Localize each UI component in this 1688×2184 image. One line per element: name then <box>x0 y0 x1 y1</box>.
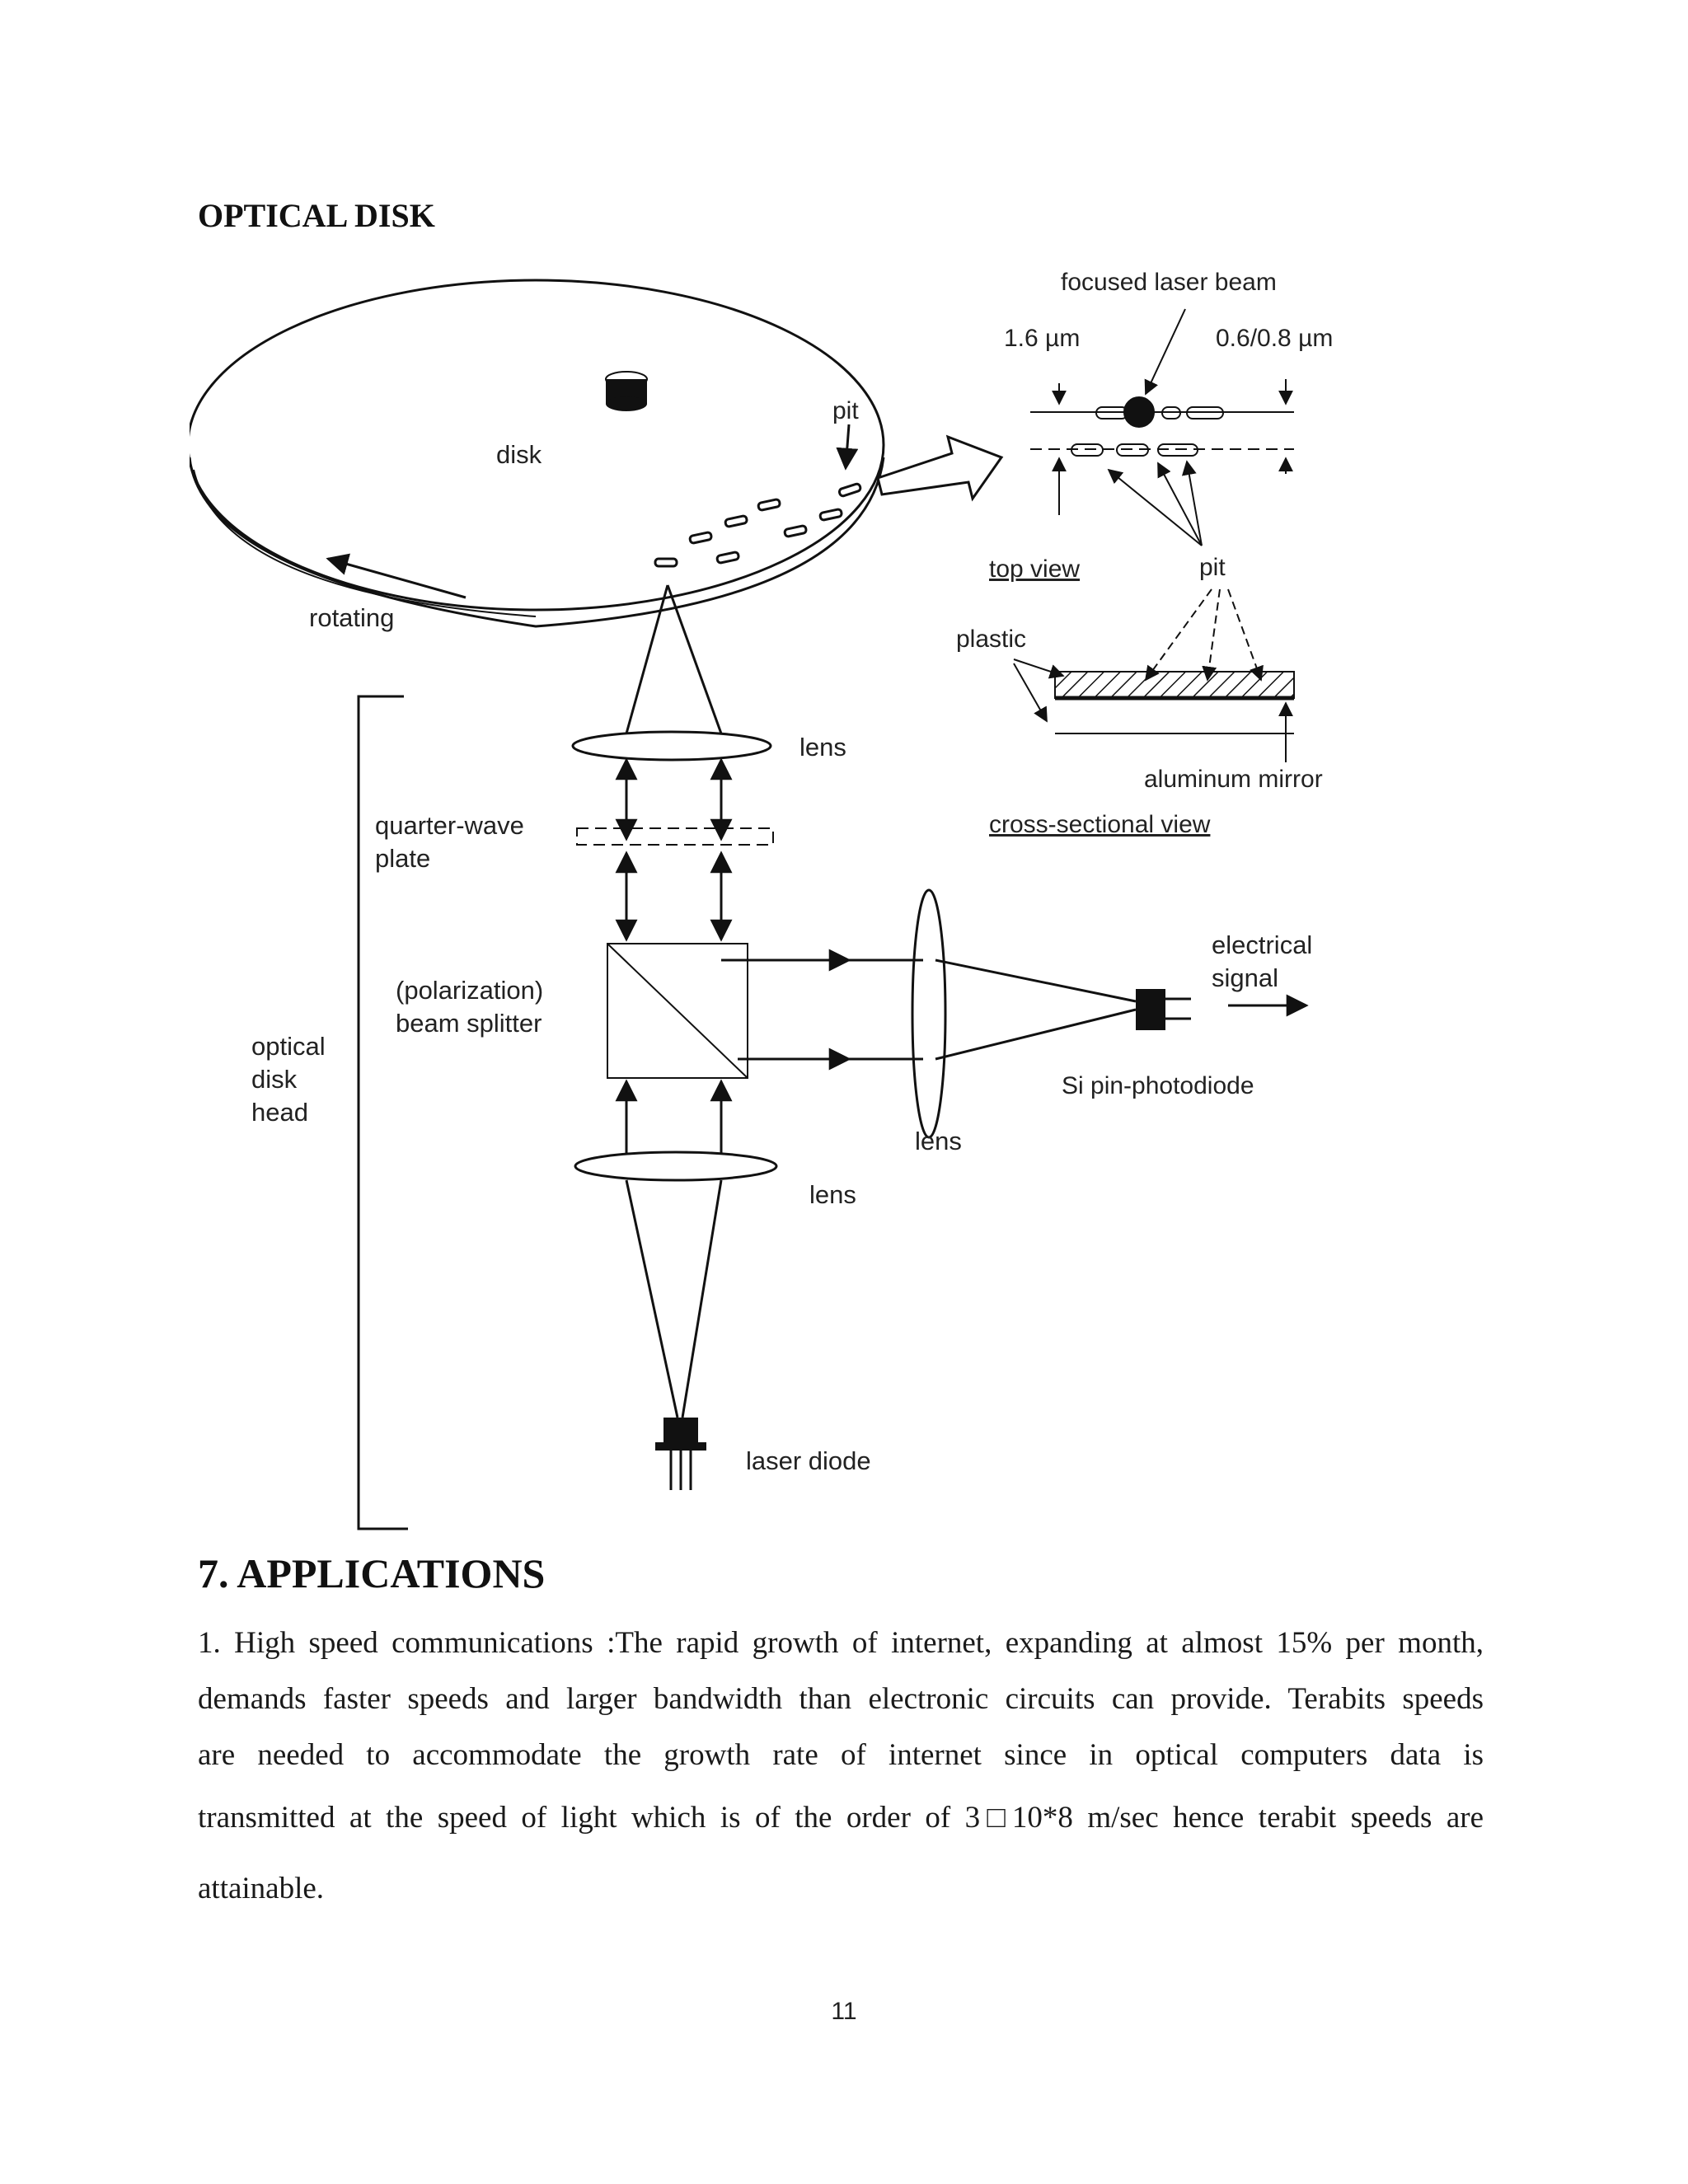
label-track-pitch: 1.6 µm <box>1004 325 1080 352</box>
label-aluminum-mirror: aluminum mirror <box>1144 766 1323 793</box>
label-lens-bottom: lens <box>809 1180 856 1209</box>
page-number: 11 <box>831 1998 857 2025</box>
label-quarter-wave-1: quarter-wave <box>375 811 524 840</box>
label-beam-splitter-1: (polarization) <box>396 976 543 1005</box>
label-laser-diode: laser diode <box>746 1446 871 1475</box>
diagram-labels: focused laser beam 1.6 µm 0.6/0.8 µm pit… <box>251 269 1333 1475</box>
top-view-drawing <box>1030 308 1294 546</box>
optical-disk-diagram: focused laser beam 1.6 µm 0.6/0.8 µm pit… <box>190 247 1475 1533</box>
label-electrical-1: electrical <box>1212 930 1312 959</box>
laser-diode-drawing <box>655 1418 706 1490</box>
label-optical-head-3: head <box>251 1098 308 1127</box>
photodiode-drawing <box>1136 989 1191 1030</box>
label-disk: disk <box>496 440 542 469</box>
diagram-svg: focused laser beam 1.6 µm 0.6/0.8 µm pit… <box>190 269 1333 1530</box>
applications-paragraph: 1. High speed communications :The rapid … <box>198 1615 1484 1925</box>
paragraph-line: 1. High speed communications :The rapid … <box>198 1626 1484 1660</box>
label-lens-right: lens <box>915 1127 962 1155</box>
label-plastic: plastic <box>956 626 1026 653</box>
cross-section-drawing <box>1013 588 1295 762</box>
optical-head-bracket <box>357 695 408 1530</box>
label-pit-width: 0.6/0.8 µm <box>1216 325 1333 352</box>
label-pit-upper: pit <box>832 397 859 424</box>
paragraph-line: are needed to accommodate the growth rat… <box>198 1738 1484 1772</box>
label-top-view: top view <box>989 555 1080 583</box>
label-focused-laser-beam: focused laser beam <box>1061 269 1277 296</box>
label-quarter-wave-2: plate <box>375 844 430 873</box>
section-title: OPTICAL DISK <box>198 197 435 234</box>
label-rotating: rotating <box>309 603 394 632</box>
label-beam-splitter-2: beam splitter <box>396 1009 542 1038</box>
paragraph-line: attainable. <box>198 1872 325 1905</box>
optical-path <box>571 584 1309 1418</box>
paragraph-line: demands faster speeds and larger bandwid… <box>198 1682 1484 1716</box>
label-pit-lower: pit <box>1199 554 1226 581</box>
label-photodiode: Si pin-photodiode <box>1062 1072 1254 1099</box>
label-cross-sectional-view: cross-sectional view <box>989 811 1211 838</box>
label-optical-head-1: optical <box>251 1032 326 1061</box>
label-electrical-2: signal <box>1212 963 1278 992</box>
label-lens-top: lens <box>799 733 846 762</box>
disk-drawing <box>190 279 1004 628</box>
applications-title: 7. APPLICATIONS <box>198 1550 546 1596</box>
paragraph-line: transmitted at the speed of light which … <box>198 1801 1484 1835</box>
label-optical-head-2: disk <box>251 1065 298 1094</box>
